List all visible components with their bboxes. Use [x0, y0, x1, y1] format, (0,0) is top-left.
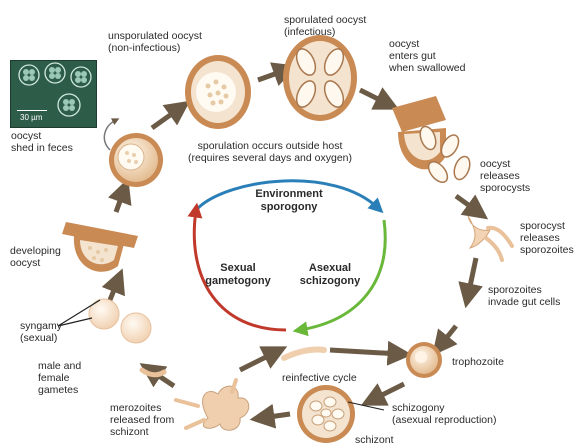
developing-oocyst	[62, 222, 138, 272]
reinfective-merozoite	[284, 349, 324, 358]
oocyst-micrograph: 30 µm	[10, 60, 97, 128]
sporulated-oocyst	[283, 35, 357, 121]
scale-bar	[17, 110, 47, 111]
arrow-invade-to-trophozoite	[440, 326, 456, 346]
label-sporulated-oocyst: sporulated oocyst (infectious)	[284, 14, 366, 38]
merozoites-cluster	[176, 380, 249, 430]
label-sporulation-note: sporulation occurs outside host (require…	[188, 140, 352, 164]
center-environment-sporogony: Environment sporogony	[244, 188, 334, 214]
sporocyst-releasing-sporozoites	[468, 216, 512, 260]
label-sporocyst-releases-sporozoites: sporocyst releases sporozoites	[520, 220, 574, 256]
label-oocyst-shed: oocyst shed in feces	[11, 130, 73, 154]
label-developing-oocyst: developing oocyst	[10, 245, 61, 269]
label-unsporulated-oocyst: unsporulated oocyst (non-infectious)	[108, 30, 202, 54]
label-oocyst-enters-gut: oocyst enters gut when swallowed	[389, 38, 465, 74]
oocyst-in-gut	[392, 96, 473, 186]
arrow-sporocyst-to-invade	[468, 258, 476, 296]
label-merozoites: merozoites released from schizont	[110, 402, 174, 438]
label-gametes: male and female gametes	[38, 360, 81, 396]
arrow-developing-to-shed	[116, 190, 124, 212]
arrow-schizont-to-merozoites	[262, 414, 290, 418]
center-sexual-gametogony: Sexual gametogony	[198, 262, 278, 288]
label-schizogony: schizogony (asexual reproduction)	[392, 402, 496, 426]
arrow-shed-to-unsporulated	[152, 108, 180, 128]
arrow-reinfective-2	[330, 350, 400, 354]
arrow-reinfective-1	[240, 352, 276, 370]
gametes	[121, 313, 164, 375]
schizont-cell	[297, 385, 355, 443]
label-schizont: schizont	[355, 434, 394, 446]
oocyst-shed-in-feces	[109, 133, 163, 187]
label-syngamy: syngamy (sexual)	[20, 320, 62, 344]
label-trophozoite: trophozoite	[452, 356, 504, 368]
arrow-trophozoite-to-schizont	[372, 384, 404, 400]
arrow-sporulated-to-gut	[360, 90, 388, 104]
center-asexual-schizogony: Asexual schizogony	[290, 262, 370, 288]
label-reinfective-cycle: reinfective cycle	[282, 372, 357, 384]
label-oocyst-releases-sporocysts: oocyst releases sporocysts	[480, 158, 530, 194]
arrow-gut-to-releases	[456, 196, 478, 212]
trophozoite-cell	[406, 342, 442, 378]
scale-label: 30 µm	[20, 113, 42, 122]
unsporulated-oocyst	[185, 55, 251, 129]
arrow-unsporulated-to-sporulated	[258, 70, 286, 80]
label-sporozoites-invade: sporozoites invade gut cells	[488, 284, 560, 308]
arrow-gametes-to-developing	[110, 280, 118, 300]
